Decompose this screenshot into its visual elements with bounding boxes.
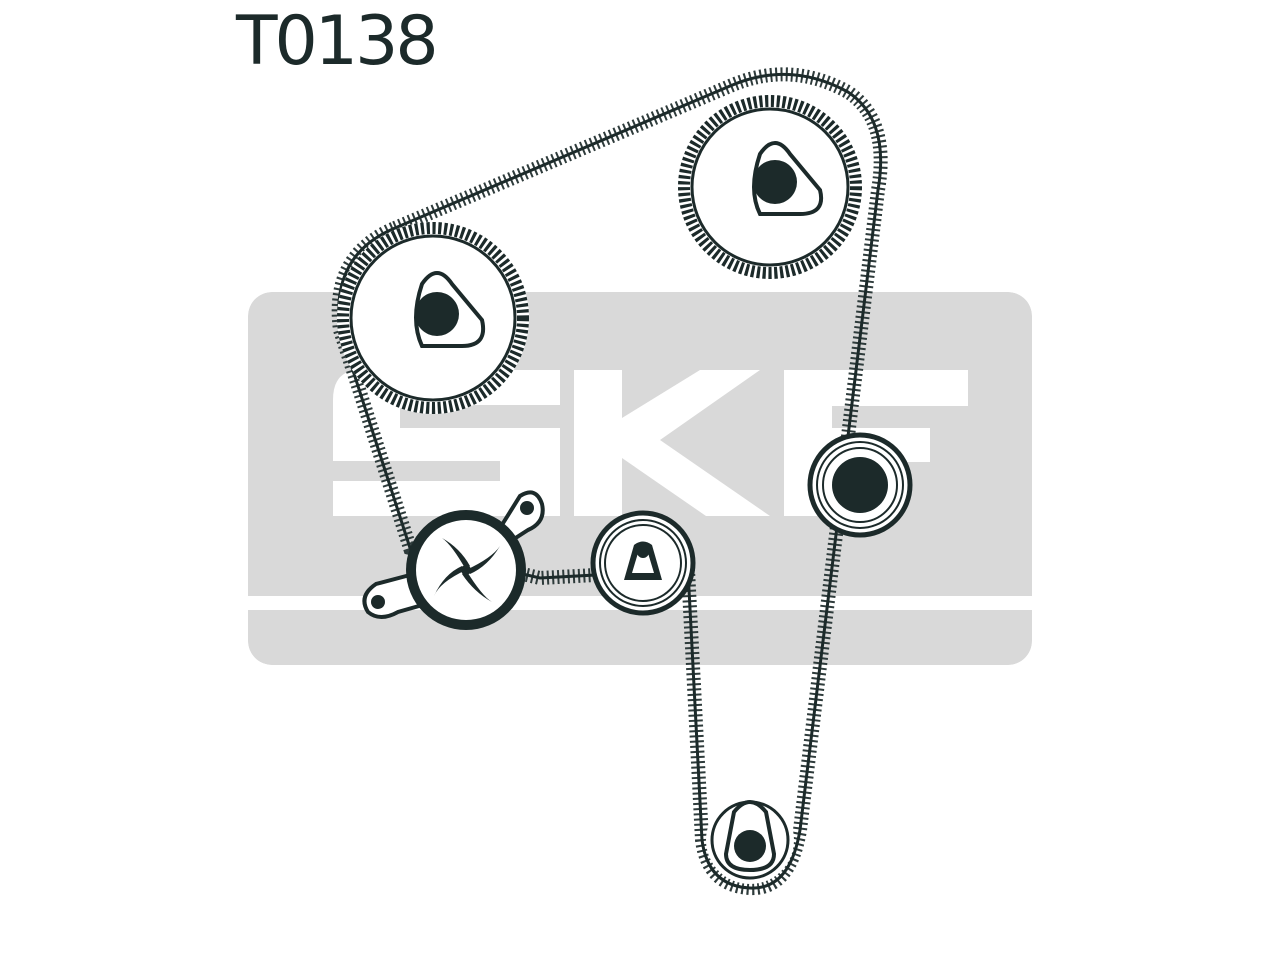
bearing-icon — [832, 457, 888, 513]
tensioner-pulley — [362, 490, 545, 630]
shaft-hub-icon — [734, 830, 766, 862]
camshaft-sprocket-left — [337, 222, 529, 414]
crankshaft-sprocket — [706, 796, 794, 884]
shaft-hub-icon — [415, 292, 459, 336]
idler-pulley-right — [807, 432, 913, 538]
part-number-title: T0138 — [236, 2, 439, 81]
eccentric-cam-icon — [434, 538, 500, 602]
idler-pulley-center — [590, 510, 696, 616]
camshaft-sprocket-upper-right — [678, 95, 862, 279]
shaft-hub-icon — [753, 160, 797, 204]
